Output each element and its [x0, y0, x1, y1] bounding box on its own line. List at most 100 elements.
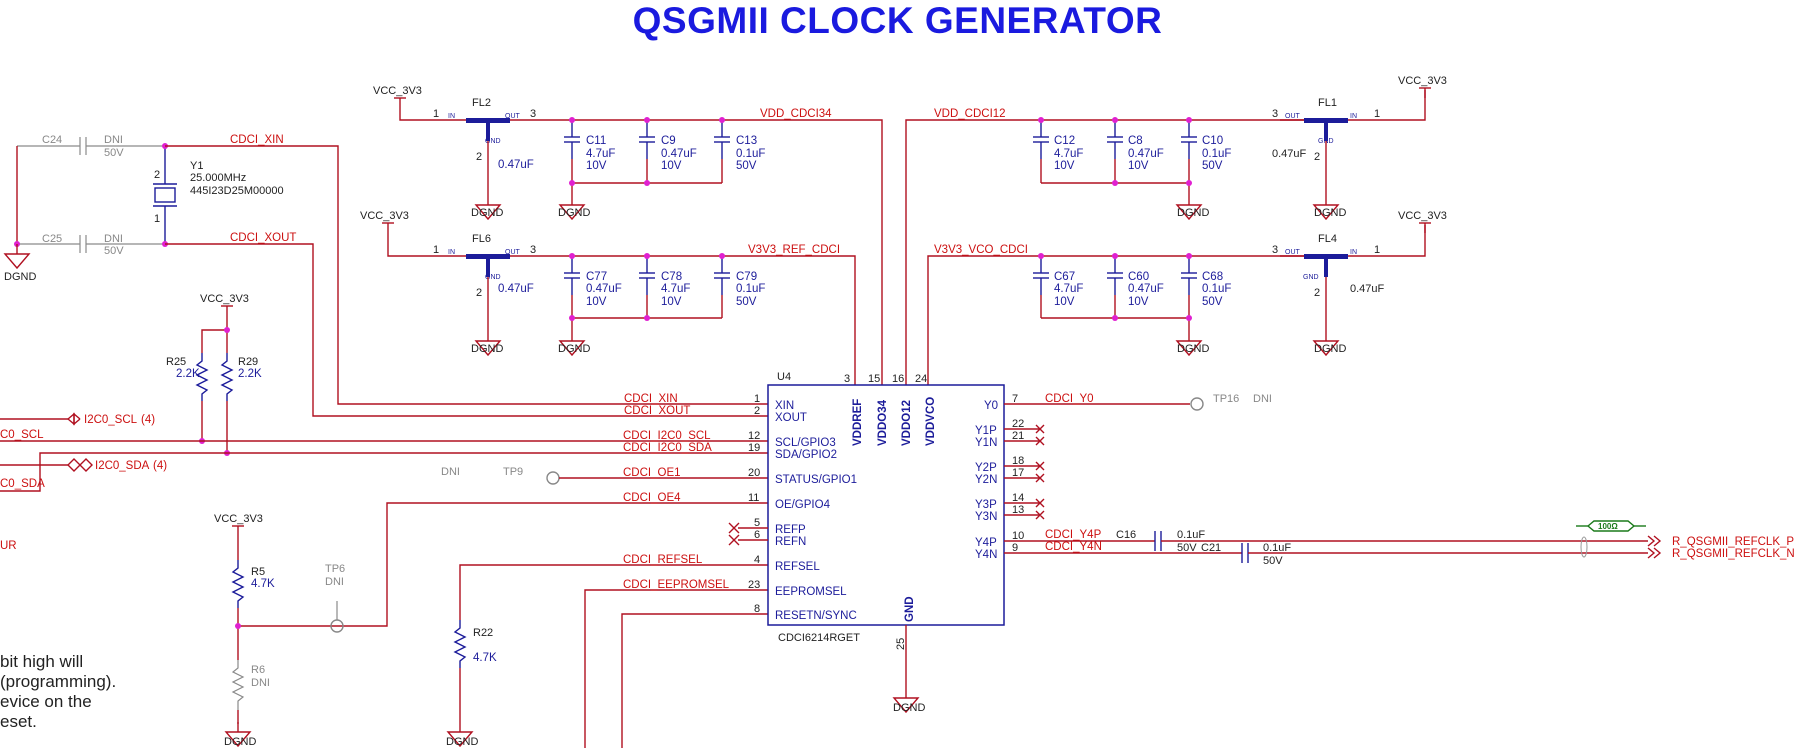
svg-text:4.7uF: 4.7uF	[1054, 148, 1083, 160]
svg-text:C78: C78	[661, 271, 682, 283]
ic-right-pin: 18 Y2P	[975, 455, 1024, 474]
svg-text:CDCI_Y0: CDCI_Y0	[1045, 393, 1094, 405]
svg-text:SDA/GPIO2: SDA/GPIO2	[775, 449, 837, 461]
svg-text:6: 6	[754, 529, 760, 541]
svg-text:IN: IN	[1350, 113, 1357, 120]
svg-text:7: 7	[1012, 393, 1018, 405]
vcc-symbol: VCC_3V3	[200, 293, 249, 317]
svg-text:DGND: DGND	[558, 207, 590, 219]
svg-text:2: 2	[1314, 287, 1320, 299]
svg-text:3: 3	[530, 244, 536, 256]
svg-text:24: 24	[915, 373, 927, 385]
svg-text:0.47uF: 0.47uF	[661, 148, 697, 160]
ic-right-pin: 22 Y1P	[975, 418, 1024, 437]
svg-text:I2C0_SCL: I2C0_SCL	[84, 414, 138, 426]
svg-text:0.47uF: 0.47uF	[1272, 148, 1307, 160]
svg-text:TP6: TP6	[325, 563, 345, 575]
svg-text:FL4: FL4	[1318, 233, 1337, 245]
svg-text:VCC_3V3: VCC_3V3	[1398, 75, 1447, 87]
svg-text:50V: 50V	[736, 296, 757, 308]
svg-text:Y4N: Y4N	[975, 549, 997, 561]
svg-text:0.47uF: 0.47uF	[1350, 283, 1385, 295]
svg-text:C11: C11	[586, 135, 606, 147]
svg-text:10: 10	[1012, 530, 1024, 542]
testpoint-tp6: TP6 DNI	[325, 563, 345, 633]
svg-text:50V: 50V	[1202, 296, 1223, 308]
svg-text:0.1uF: 0.1uF	[1263, 542, 1291, 554]
svg-text:CDCI_Y4P: CDCI_Y4P	[1045, 529, 1102, 541]
svg-text:R_QSGMII_REFCLK_N: R_QSGMII_REFCLK_N	[1672, 548, 1795, 560]
svg-text:VCC_3V3: VCC_3V3	[360, 210, 409, 222]
svg-text:DNI: DNI	[441, 466, 460, 478]
cap-c11: C11 4.7uF 10V	[563, 119, 615, 172]
svg-text:22: 22	[1012, 418, 1024, 430]
svg-text:2.2K: 2.2K	[238, 368, 262, 380]
svg-text:Y3P: Y3P	[975, 499, 997, 511]
cap-c13: C13 0.1uF 50V	[713, 119, 765, 172]
svg-text:2: 2	[476, 151, 482, 163]
svg-text:0.47uF: 0.47uF	[1128, 148, 1164, 160]
port-i2c0-sda: I2C0_SDA (4)	[0, 458, 167, 472]
svg-text:VDD_CDCI34: VDD_CDCI34	[760, 108, 832, 120]
ic-top-pin: 16 VDDO12	[892, 373, 913, 446]
svg-text:DNI: DNI	[1253, 393, 1272, 405]
resistor-r6: R6 DNI	[231, 660, 270, 710]
svg-text:DNI: DNI	[325, 576, 344, 588]
svg-text:C60: C60	[1128, 271, 1149, 283]
svg-text:50V: 50V	[104, 147, 124, 159]
svg-text:10V: 10V	[1054, 160, 1075, 172]
svg-text:CDCI_REFSEL: CDCI_REFSEL	[623, 554, 703, 566]
svg-text:DGND: DGND	[893, 702, 925, 714]
svg-text:TP9: TP9	[503, 466, 523, 478]
ferrite-bead-fl2: FL2 IN OUT GND 0.47uF	[441, 97, 535, 171]
ic-top-pin: 15 VDDO34	[868, 373, 889, 446]
svg-text:DGND: DGND	[4, 271, 36, 283]
svg-text:14: 14	[1012, 492, 1024, 504]
svg-text:0.1uF: 0.1uF	[1202, 283, 1231, 295]
ferrite-bead-fl6: FL6 IN OUT GND 0.47uF	[441, 233, 535, 295]
ic-right-pin: 13 Y3N	[975, 504, 1024, 523]
svg-text:10V: 10V	[586, 296, 607, 308]
cap-c12: C12 4.7uF 10V	[1032, 119, 1083, 172]
svg-text:DGND: DGND	[471, 343, 503, 355]
svg-text:21: 21	[1012, 430, 1024, 442]
svg-text:20: 20	[748, 467, 760, 479]
port-refclk-p: R_QSGMII_REFCLK_P	[1647, 535, 1794, 548]
cap-c21: C21 0.1uF 50V	[1201, 542, 1291, 567]
ic-top-pin: 3 VDDREF	[844, 373, 864, 446]
svg-text:4.7K: 4.7K	[473, 652, 497, 664]
svg-text:IN: IN	[448, 249, 455, 256]
svg-text:GND: GND	[485, 274, 501, 281]
svg-text:4.7uF: 4.7uF	[661, 283, 690, 295]
svg-text:I2C0_SDA: I2C0_SDA	[95, 460, 150, 472]
ic-u4: U4 CDCI6214RGET 1 XIN 2 XOUT 12 SCL/GPIO…	[728, 371, 1045, 650]
svg-text:V3V3_REF_CDCI: V3V3_REF_CDCI	[748, 244, 840, 256]
svg-text:C21: C21	[1201, 542, 1221, 554]
svg-text:2: 2	[1314, 151, 1320, 163]
ic-right-pin: 9 Y4N	[975, 542, 1018, 561]
svg-text:C24: C24	[42, 134, 62, 146]
ic-right-pin: 17 Y2N	[975, 467, 1024, 486]
svg-text:RESETN/SYNC: RESETN/SYNC	[775, 610, 857, 622]
svg-text:19: 19	[748, 442, 760, 454]
svg-text:17: 17	[1012, 467, 1024, 479]
svg-text:0.1uF: 0.1uF	[1177, 529, 1205, 541]
svg-text:C16: C16	[1116, 529, 1136, 541]
svg-text:DGND: DGND	[1314, 343, 1346, 355]
ic-left-pin: 19 SDA/GPIO2	[748, 442, 837, 461]
cap-c68: C68 0.1uF 50V	[1180, 255, 1231, 308]
svg-text:0.47uF: 0.47uF	[586, 283, 622, 295]
ic-right-pin: 14 Y3P	[975, 492, 1024, 511]
testpoint-tp9: DNI TP9	[441, 466, 560, 485]
svg-text:0.1uF: 0.1uF	[736, 148, 765, 160]
svg-text:CDCI_Y4N: CDCI_Y4N	[1045, 541, 1102, 553]
svg-text:1: 1	[1374, 108, 1380, 120]
svg-text:R25: R25	[166, 356, 186, 368]
svg-text:FL1: FL1	[1318, 97, 1337, 109]
svg-text:DGND: DGND	[558, 343, 590, 355]
svg-text:0.47uF: 0.47uF	[498, 159, 534, 171]
svg-text:4.7uF: 4.7uF	[586, 148, 615, 160]
svg-text:VDDO34: VDDO34	[877, 399, 889, 446]
svg-text:bit high will: bit high will	[0, 652, 83, 671]
